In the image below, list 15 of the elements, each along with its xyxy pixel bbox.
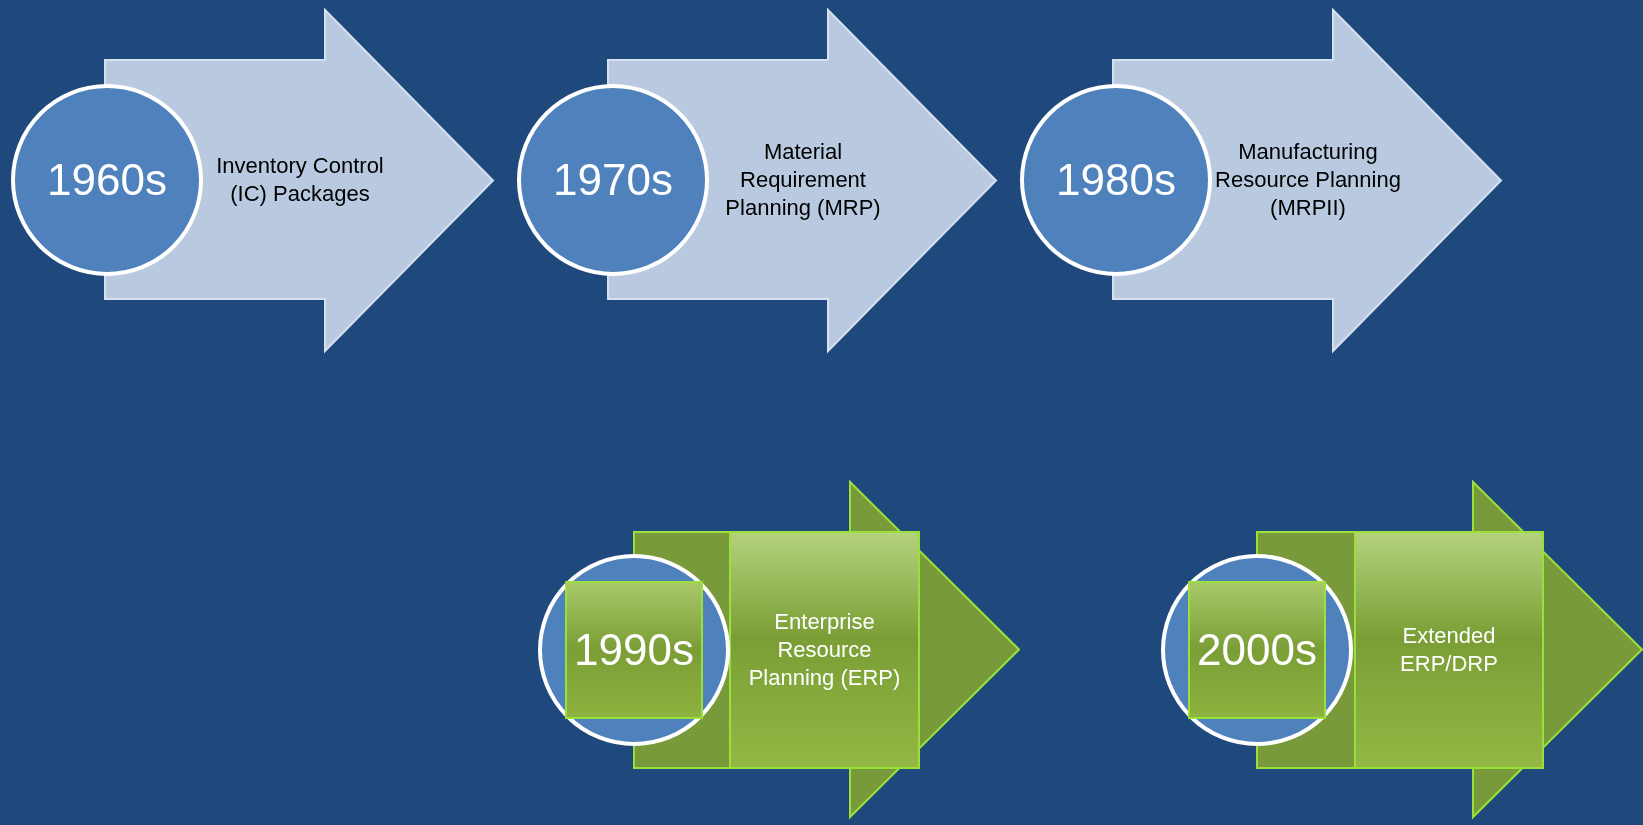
year-circle	[517, 84, 709, 276]
year-circle	[1020, 84, 1212, 276]
stage-label: Material Requirement Planning (MRP)	[724, 137, 882, 222]
year-circle	[538, 554, 730, 746]
year-circle	[11, 84, 203, 276]
stage-label: Inventory Control (IC) Packages	[215, 151, 385, 208]
stage-label: Enterprise Resource Planning (ERP)	[747, 608, 902, 692]
year-label: 1970s	[552, 154, 674, 206]
stage-label: Extended ERP/DRP	[1399, 622, 1499, 678]
year-label: 2000s	[1196, 624, 1318, 676]
stage-label: Manufacturing Resource Planning (MRPII)	[1214, 137, 1402, 222]
year-label: 1990s	[573, 624, 695, 676]
year-label: 1980s	[1055, 154, 1177, 206]
year-label: 1960s	[46, 154, 168, 206]
year-circle	[1161, 554, 1353, 746]
